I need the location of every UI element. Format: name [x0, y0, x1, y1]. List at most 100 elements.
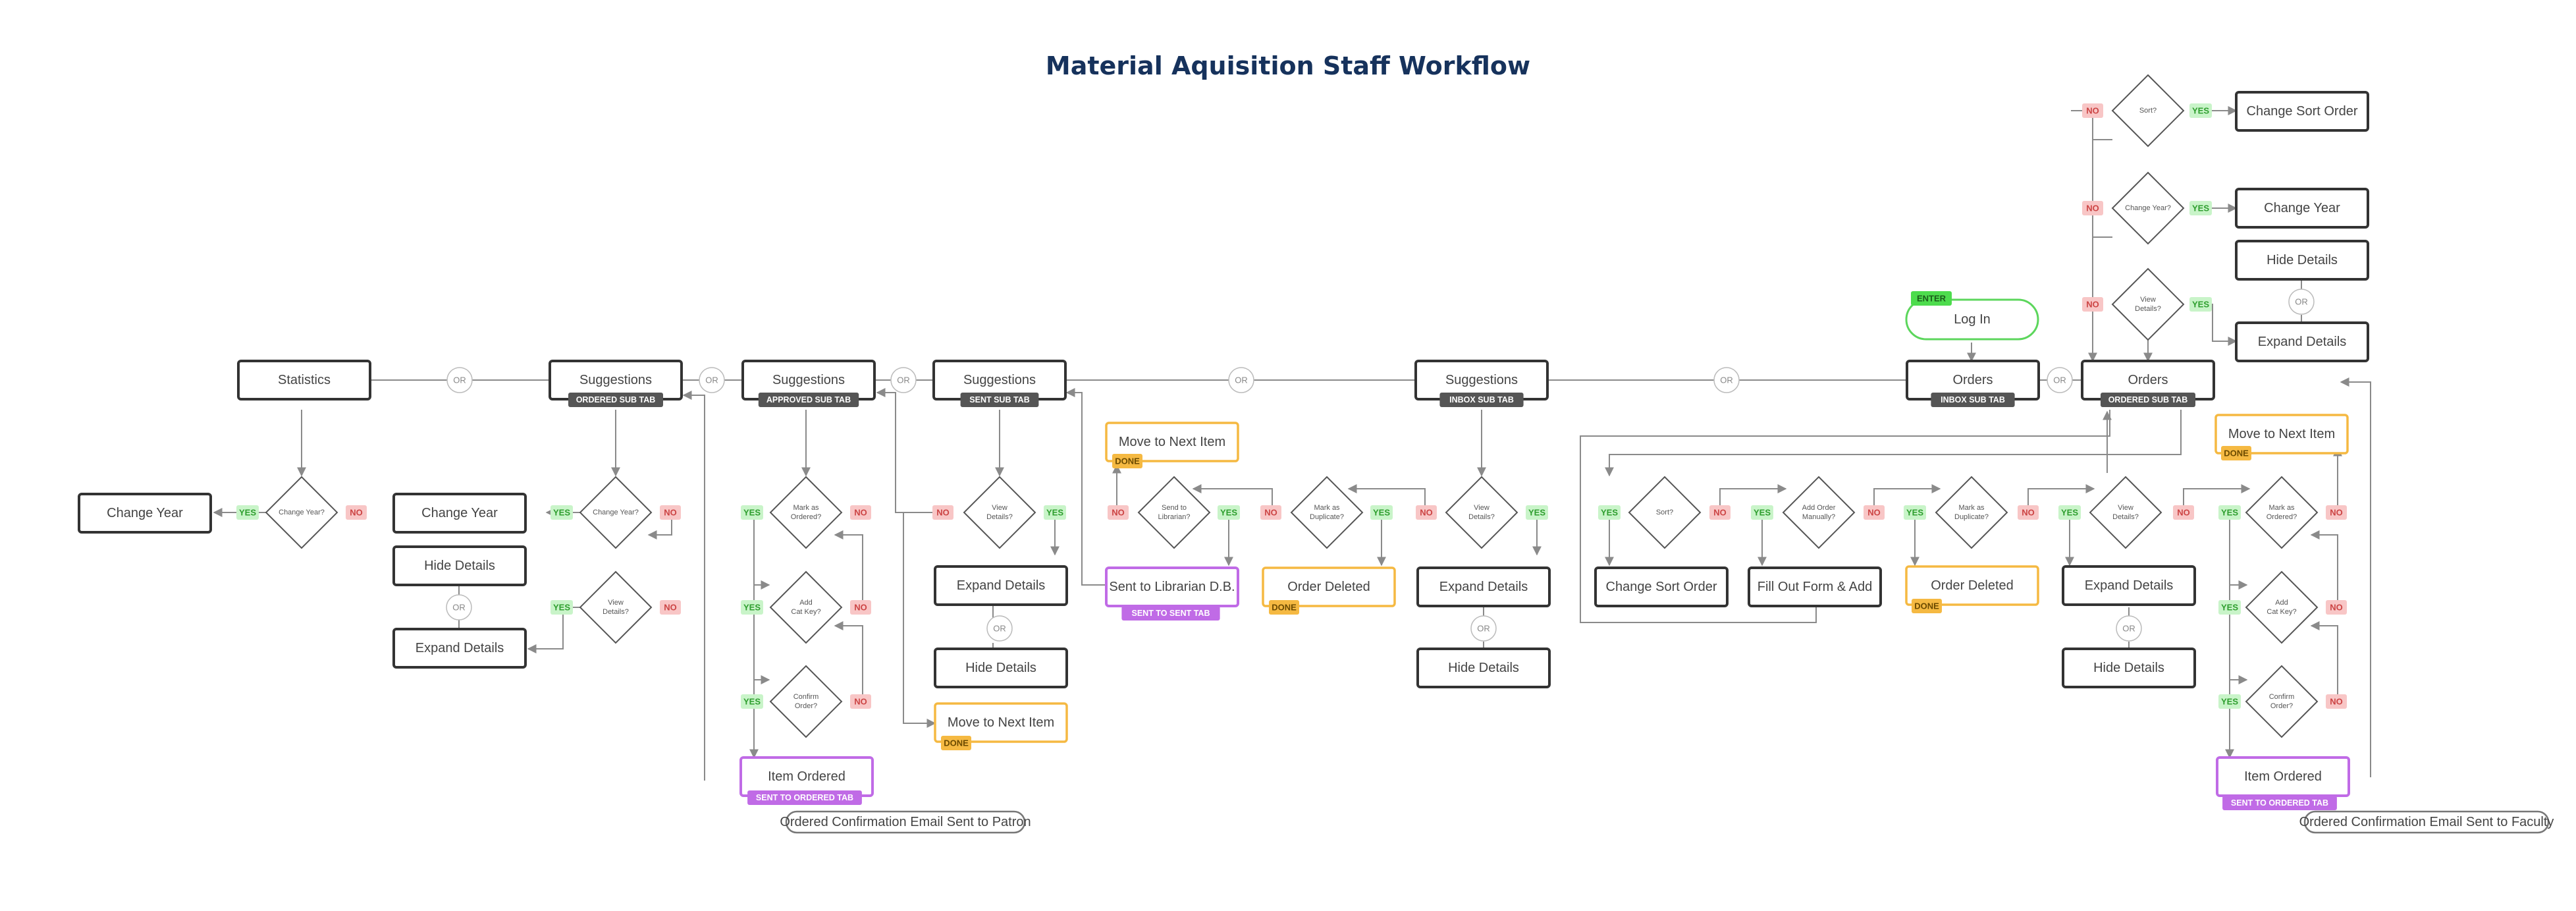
connector-line [2071, 110, 2093, 361]
yes-tag [1904, 505, 1926, 520]
yes-label: YES [1528, 508, 1545, 518]
decision-text: Cat Key? [2267, 608, 2296, 616]
enter-tag [1911, 291, 1952, 306]
decision-text: Order? [2270, 702, 2293, 710]
no-tag [1709, 505, 1731, 520]
decision-text: Confirm [2269, 693, 2295, 701]
yes-label: YES [1220, 508, 1237, 518]
connector-line [2340, 377, 2371, 777]
connector-line [2092, 236, 2112, 304]
purple-tag [747, 790, 862, 805]
or-connector [2116, 615, 2142, 642]
change-year-3-label: Change Year [2264, 201, 2340, 215]
item-ordered-1-label: Item Ordered [768, 769, 845, 784]
yes-tag [550, 505, 573, 520]
sugg-inbox-label: Suggestions [1445, 373, 1518, 387]
fill-out-box[interactable] [1748, 566, 1882, 607]
expand-details-3-box[interactable] [1416, 566, 1551, 607]
view-details-4-decision [2089, 476, 2162, 549]
decision-text: Details? [1468, 513, 1495, 521]
move-next-2-box[interactable] [1105, 422, 1239, 462]
decision-text: Order? [795, 702, 817, 710]
no-tag [2326, 694, 2347, 709]
decision-text: Details? [603, 608, 629, 616]
no-label: NO [2086, 300, 2099, 310]
move-next-1-box[interactable] [934, 702, 1068, 743]
order-deleted-2-box[interactable] [1905, 565, 2039, 606]
no-label: NO [854, 603, 867, 613]
statistics-box[interactable] [237, 360, 371, 400]
hide-details-2-box[interactable] [934, 648, 1068, 688]
no-label: NO [2330, 508, 2343, 518]
sub-tab-badge [2101, 393, 2195, 407]
decision-text: View [2140, 296, 2156, 304]
connector-line [1873, 484, 1941, 512]
yes-label: YES [2192, 106, 2209, 116]
or-connector [1228, 367, 1254, 393]
yes-label: YES [743, 697, 761, 707]
sub-tab-label: INBOX SUB TAB [1449, 395, 1514, 404]
sub-tab-label: ORDERED SUB TAB [2108, 395, 2188, 404]
or-label: OR [452, 603, 466, 613]
purple-tag-label: SENT TO SENT TAB [1132, 609, 1210, 618]
done-label: DONE [2224, 449, 2249, 458]
or-connector [1470, 615, 1497, 642]
move-next-3-box[interactable] [2214, 414, 2349, 455]
expand-details-5-box[interactable] [2235, 321, 2369, 362]
done-tag [1269, 600, 1299, 615]
or-label: OR [993, 624, 1006, 634]
no-label: NO [2086, 106, 2099, 116]
no-tag [2082, 103, 2103, 118]
decision-text: Add [2275, 599, 2288, 607]
sort-1-decision [1628, 476, 1702, 549]
expand-details-3-label: Expand Details [1439, 580, 1528, 594]
order-deleted-2-label: Order Deleted [1931, 578, 2014, 593]
change-year-2-decision [579, 476, 653, 549]
sub-tab-badge [568, 393, 663, 407]
or-label: OR [1477, 624, 1490, 634]
done-tag [2221, 446, 2251, 460]
decision-text: Details? [986, 513, 1013, 521]
mark-dup-1-decision [1290, 476, 1364, 549]
no-label: NO [1420, 508, 1433, 518]
hide-details-3-box[interactable] [1416, 648, 1551, 688]
move-next-3-label: Move to Next Item [2228, 427, 2335, 441]
decision-text: Mark as [1314, 504, 1340, 512]
no-label: NO [2330, 697, 2343, 707]
or-label: OR [2295, 297, 2308, 307]
decision-text: Mark as [1958, 504, 1985, 512]
order-deleted-1-box[interactable] [1262, 566, 1396, 607]
change-sort-2-box[interactable] [2235, 91, 2369, 132]
connector-line [2310, 530, 2338, 607]
log-in-box[interactable] [1905, 298, 2039, 341]
sugg-sent-label: Suggestions [963, 373, 1036, 387]
change-year-2-box[interactable] [392, 493, 527, 534]
yes-tag [550, 600, 573, 615]
expand-details-4-box[interactable] [2062, 565, 2196, 606]
or-connector [890, 367, 917, 393]
change-year-3-box[interactable] [2235, 188, 2369, 229]
purple-tag [1121, 606, 1220, 621]
no-label: NO [350, 508, 363, 518]
expand-details-1-label: Expand Details [416, 641, 504, 655]
decision-text: Change Year? [593, 509, 639, 516]
expand-details-1-box[interactable] [392, 628, 527, 669]
connector-line [834, 621, 863, 702]
change-year-1-box[interactable] [78, 493, 212, 534]
yes-tag [1044, 505, 1066, 520]
hide-details-4-box[interactable] [2062, 648, 2196, 688]
decision-text: Sort? [1656, 509, 1673, 516]
hide-details-1-box[interactable] [392, 545, 527, 586]
expand-details-2-box[interactable] [934, 565, 1068, 606]
hide-details-5-box[interactable] [2235, 240, 2369, 281]
change-sort-1-box[interactable] [1594, 566, 1729, 607]
decision-text: Duplicate? [1310, 513, 1344, 521]
yes-tag [2189, 201, 2212, 215]
yes-tag [2189, 297, 2212, 312]
no-tag [660, 600, 681, 615]
no-label: NO [1867, 508, 1881, 518]
connector-line [1605, 410, 2182, 477]
or-label: OR [453, 375, 466, 385]
